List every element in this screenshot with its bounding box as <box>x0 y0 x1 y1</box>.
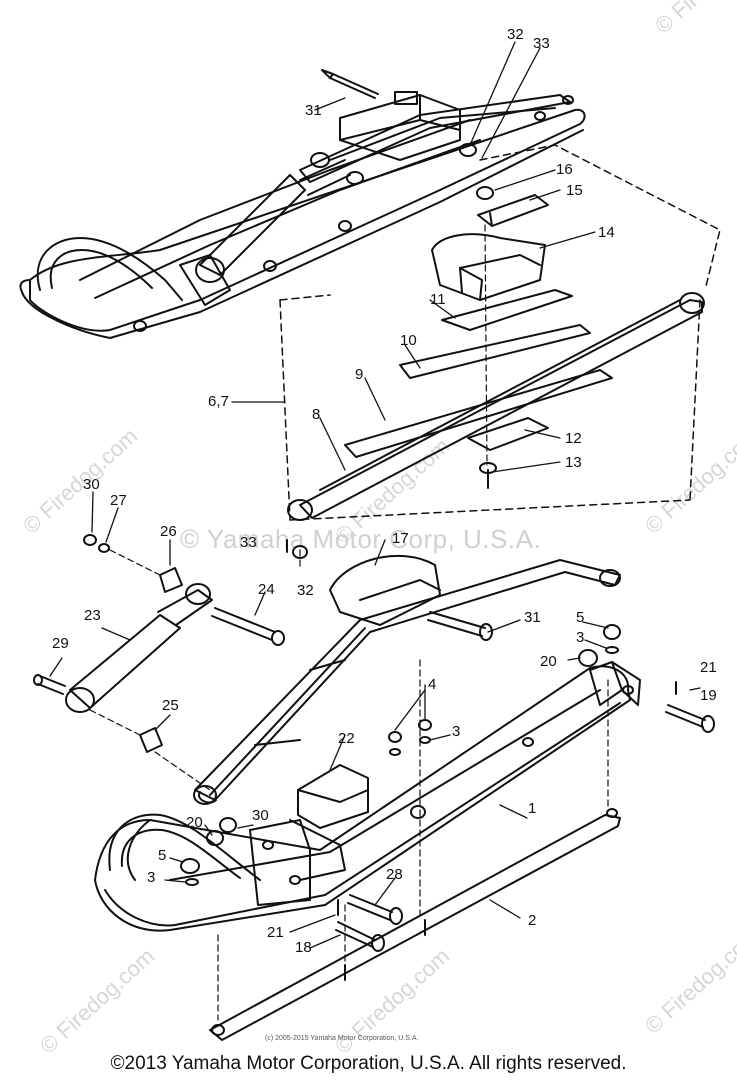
callout-5: 5 <box>576 609 585 626</box>
callout-21: 21 <box>267 924 284 941</box>
callout-8: 8 <box>312 406 321 423</box>
callout-13: 13 <box>565 454 582 471</box>
top-ski-assembly <box>19 69 586 339</box>
callout-1: 1 <box>528 800 537 817</box>
callout-10: 10 <box>400 332 417 349</box>
callout-23: 23 <box>84 607 101 624</box>
callout-31: 31 <box>305 102 322 119</box>
spring-group-box <box>279 144 721 521</box>
callout-28: 28 <box>386 866 403 883</box>
callout-27: 27 <box>110 492 127 509</box>
callout-24: 24 <box>258 581 275 598</box>
callout-6-7: 6,7 <box>208 393 229 410</box>
callout-2: 2 <box>528 912 537 929</box>
callout-33: 33 <box>240 534 257 551</box>
leader-lines <box>49 41 701 949</box>
callout-31: 31 <box>524 609 541 626</box>
footer-copyright: ©2013 Yamaha Motor Corporation, U.S.A. A… <box>110 1053 627 1074</box>
callout-19: 19 <box>700 687 717 704</box>
callout-11: 11 <box>430 291 446 308</box>
callout-22: 22 <box>338 730 355 747</box>
callout-32: 32 <box>297 582 314 599</box>
callout-30: 30 <box>83 476 100 493</box>
callout-21: 21 <box>700 659 717 676</box>
callout-12: 12 <box>565 430 582 447</box>
callout-32: 32 <box>507 26 524 43</box>
callout-33: 33 <box>533 35 550 52</box>
callout-14: 14 <box>598 224 615 241</box>
spring-group-parts <box>287 186 705 521</box>
callout-20: 20 <box>540 653 557 670</box>
callout-3: 3 <box>576 629 585 646</box>
callout-16: 16 <box>556 161 573 178</box>
watermark-yamaha: © Yamaha Motor Corp, U.S.A. <box>180 524 542 554</box>
shock-absorber-parts <box>33 534 308 791</box>
callout-9: 9 <box>355 366 364 383</box>
callout-26: 26 <box>160 523 177 540</box>
callout-18: 18 <box>295 939 312 956</box>
small-copyright: (c) 2005-2015 Yamaha Motor Corporation, … <box>265 1035 419 1042</box>
callout-25: 25 <box>162 697 179 714</box>
callout-20: 20 <box>186 814 203 831</box>
callout-5: 5 <box>158 847 167 864</box>
callout-30: 30 <box>252 807 269 824</box>
bottom-ski-assembly <box>94 549 715 1041</box>
callout-29: 29 <box>52 635 69 652</box>
callout-17: 17 <box>392 530 409 547</box>
callout-3: 3 <box>147 869 156 886</box>
callout-3: 3 <box>452 723 461 740</box>
callout-15: 15 <box>566 182 583 199</box>
callout-4: 4 <box>428 676 437 693</box>
